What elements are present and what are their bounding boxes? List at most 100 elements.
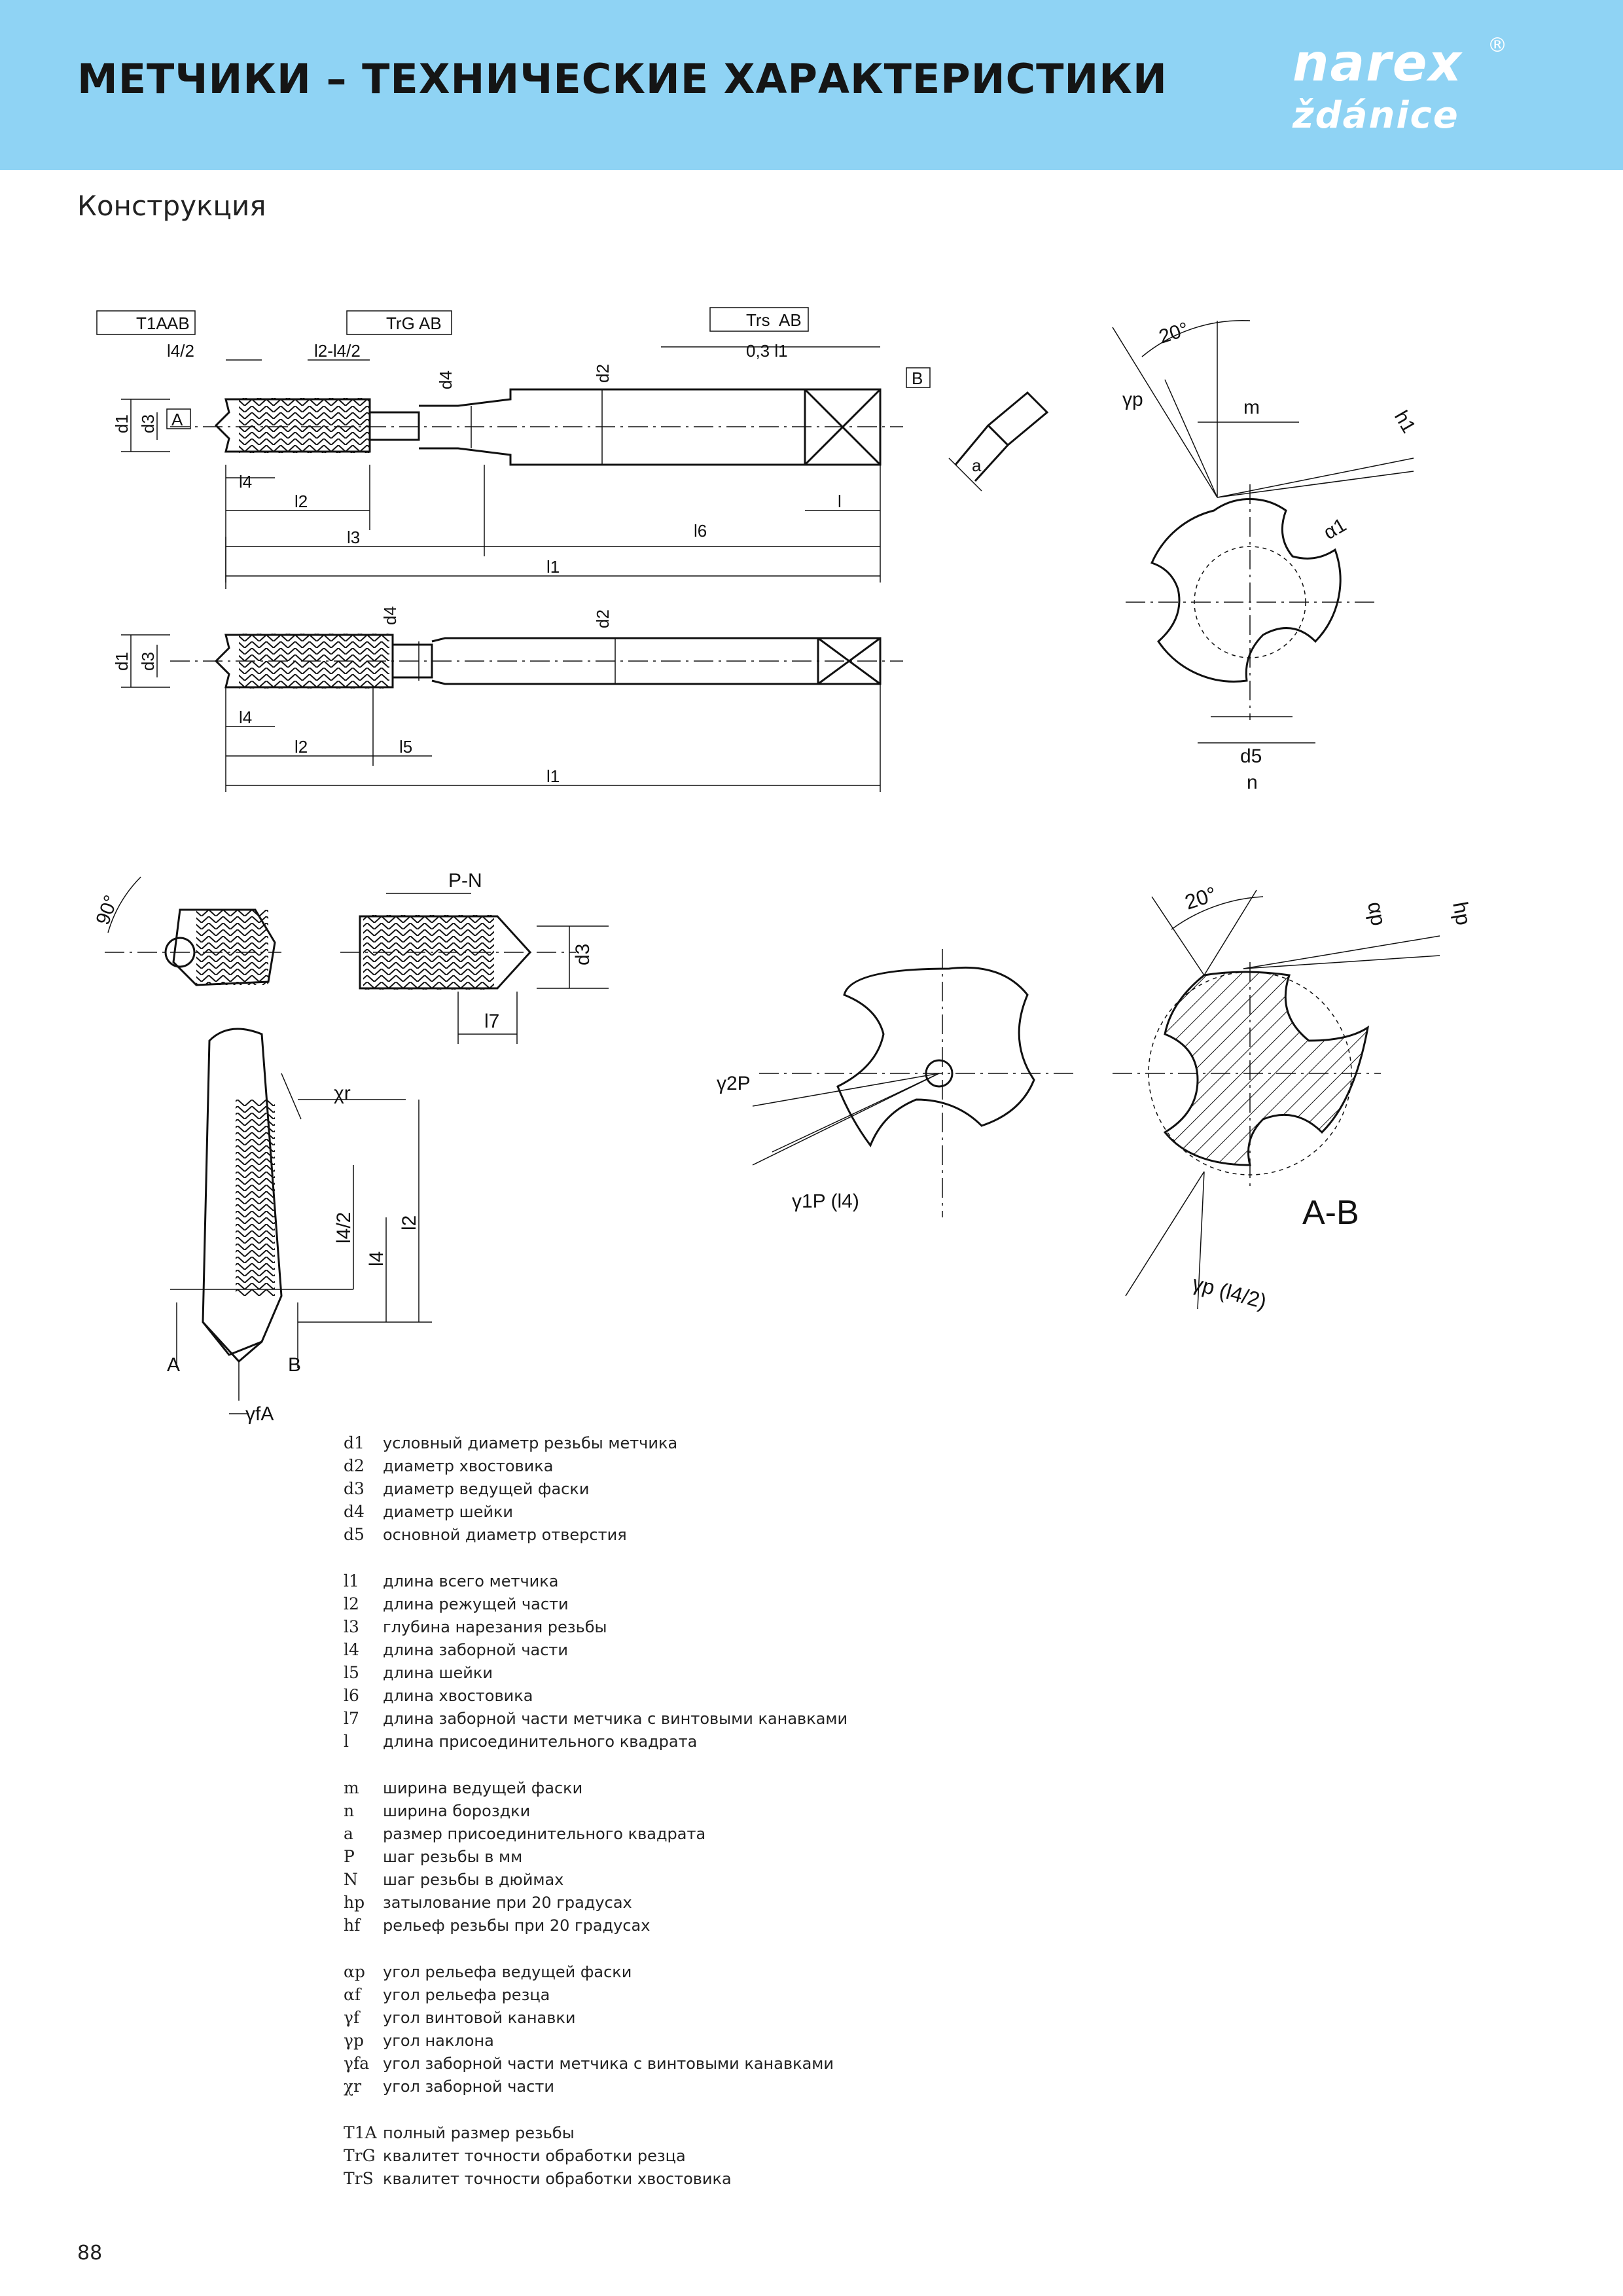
label-d3-c: d3	[572, 944, 594, 965]
upper-dimension-lines	[96, 307, 931, 589]
legend-row: l6 длина хвостовика	[344, 1686, 1260, 1709]
label-h1: h1	[1390, 407, 1419, 437]
thread-profile-labels: P-N d3 l7	[448, 870, 594, 1032]
legend-description: длина хвостовика	[383, 1687, 533, 1705]
label-l4-c: l4	[366, 1251, 387, 1266]
legend-symbol: TrG	[344, 2146, 376, 2165]
logo-line2: ždánice	[1293, 94, 1459, 137]
cross-section-top	[1112, 319, 1414, 744]
legend-symbol: a	[344, 1824, 353, 1843]
flute-detail	[105, 876, 281, 986]
legend-symbol: αp	[344, 1962, 365, 1981]
legend-description: условный диаметр резьбы метчика	[383, 1434, 678, 1452]
legend-symbol: m	[344, 1778, 359, 1797]
lower-dimension-lines	[121, 634, 881, 792]
label-90deg: 90°	[92, 892, 123, 927]
label-t1a: T1A	[136, 314, 168, 333]
legend-row: TrG квалитет точности обработки резца	[344, 2146, 1260, 2169]
legend-symbol: hp	[344, 1893, 365, 1912]
legend-description: угол рельефа ведущей фаски	[383, 1963, 632, 1981]
tap-side-view-lower	[170, 634, 903, 689]
legend-symbol: n	[344, 1801, 355, 1820]
label-d3: d3	[138, 414, 158, 433]
label-datum-a-2: A	[167, 1354, 180, 1376]
upper-dimension-labels: T1A AB TrG AB Trs AB A B l4/2 l2-l4/2 0,…	[112, 310, 923, 577]
label-l3: l3	[347, 528, 360, 547]
legend-symbol: αf	[344, 1985, 361, 2004]
legend-row: m ширина ведущей фаски	[344, 1778, 1260, 1801]
label-03-l1: 0,3 l1	[746, 341, 788, 361]
page-number: 88	[77, 2242, 103, 2265]
legend-symbol: l6	[344, 1686, 359, 1705]
legend-description: квалитет точности обработки хвостовика	[383, 2170, 732, 2188]
label-d2-b: d2	[593, 609, 613, 628]
legend-row: l5 длина шейки	[344, 1663, 1260, 1686]
legend-row: d1 условный диаметр резьбы метчика	[344, 1433, 1260, 1456]
legend-description: длина заборной части метчика с винтовыми…	[383, 1710, 848, 1728]
legend-description: полный размер резьбы	[383, 2124, 575, 2142]
legend-description: длина заборной части	[383, 1641, 569, 1659]
legend-group: d1 условный диаметр резьбы метчика d2 диаме…	[344, 1433, 1260, 1548]
label-alpha-p: αp	[1363, 900, 1391, 927]
label-gamma-fa: γfA	[245, 1403, 274, 1425]
label-l2-c: l2	[399, 1215, 420, 1230]
legend-description: ширина ведущей фаски	[383, 1779, 583, 1797]
section-title: Конструкция	[77, 190, 266, 222]
square-shank-view: a	[948, 391, 1049, 492]
legend-symbol: d3	[344, 1479, 365, 1498]
label-n: n	[1247, 772, 1258, 793]
label-l1: l1	[546, 557, 560, 577]
legend-row: l4 длина заборной части	[344, 1640, 1260, 1663]
legend-description: квалитет точности обработки резца	[383, 2147, 686, 2165]
label-datum-b: B	[912, 368, 923, 388]
label-d1: d1	[112, 414, 132, 433]
label-d2: d2	[593, 364, 613, 383]
label-gamma-1p-l4: γ1P (l4)	[792, 1191, 859, 1212]
legend-symbol: d1	[344, 1433, 365, 1452]
label-chi-r: χr	[334, 1083, 351, 1104]
label-hp: hp	[1448, 900, 1476, 927]
legend-symbol: l2	[344, 1594, 359, 1613]
legend-symbol: l4	[344, 1640, 359, 1659]
legend-symbol: d5	[344, 1525, 365, 1544]
label-l4-b: l4	[239, 708, 252, 727]
legend-description: затылование при 20 градусах	[383, 1893, 632, 1912]
label-gamma-p: γp	[1122, 389, 1143, 410]
label-gamma-2p: γ2P	[717, 1073, 751, 1094]
logo-registered-mark: ®	[1488, 34, 1507, 57]
narex-logo: narex ® ždánice	[1293, 34, 1518, 145]
label-l: l	[838, 492, 842, 511]
label-trs: Trs	[746, 310, 770, 330]
label-l4-half-b: l4/2	[333, 1212, 355, 1244]
label-l5: l5	[399, 737, 412, 757]
legend-symbol: l5	[344, 1663, 359, 1682]
label-alpha1: α1	[1320, 514, 1350, 544]
label-gamma-p-l4-half: γp (l4/2)	[1190, 1271, 1269, 1314]
three-flute-labels: γ2P γ1P (l4)	[717, 1073, 859, 1212]
legend-symbol: l	[344, 1732, 349, 1751]
legend-description: диаметр ведущей фаски	[383, 1480, 590, 1498]
legend-description: угол заборной части метчика с винтовыми …	[383, 2054, 834, 2073]
legend-description: длина шейки	[383, 1664, 493, 1682]
legend-row: d3 диаметр ведущей фаски	[344, 1479, 1260, 1502]
legend-description: длина режущей части	[383, 1595, 569, 1613]
label-d3-b: d3	[138, 652, 158, 671]
label-d1-b: d1	[112, 652, 132, 671]
legend-row: αp угол рельефа ведущей фаски	[344, 1962, 1260, 1985]
label-ab-section: A-B	[1302, 1194, 1359, 1232]
legend-symbol: d2	[344, 1456, 365, 1475]
legend-description: диаметр хвостовика	[383, 1457, 554, 1475]
label-d4-b: d4	[380, 606, 400, 625]
legend: d1 условный диаметр резьбы метчика d2 диаме…	[344, 1433, 1260, 2215]
label-pn: P-N	[448, 870, 482, 891]
